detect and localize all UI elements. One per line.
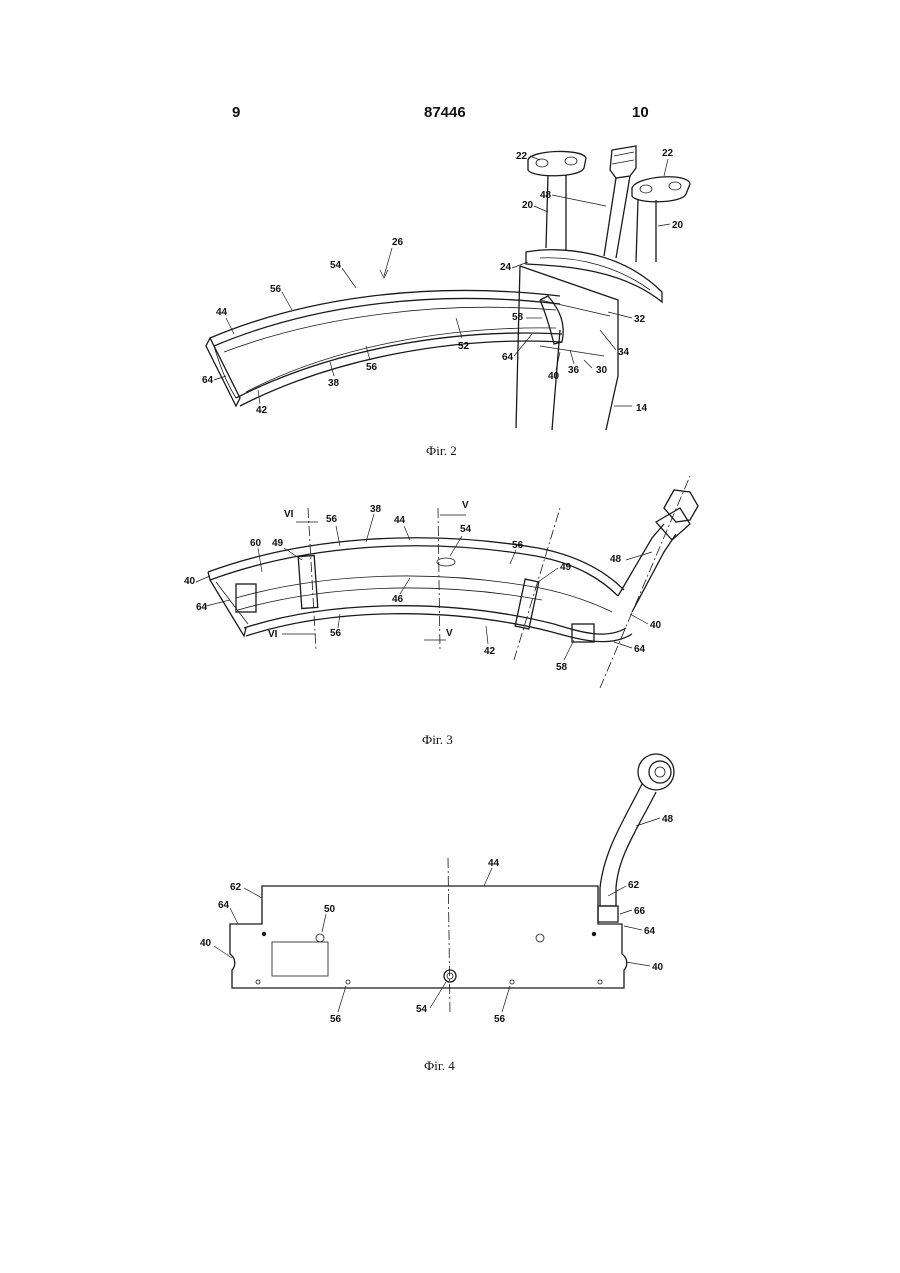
fig2-label: 64: [202, 375, 214, 386]
fig2-label: 56: [366, 362, 378, 373]
fig2-label: 56: [270, 284, 282, 295]
fig2-label: 42: [256, 405, 268, 416]
fig3-label: 48: [610, 554, 622, 565]
fig4-label: 54: [416, 1004, 428, 1015]
fig3-label: 46: [392, 594, 404, 605]
fig2-label: 22: [662, 148, 674, 159]
fig3-label: V: [446, 628, 453, 639]
fig3-label: 44: [394, 515, 406, 526]
figure-2-drawing: 22 22 48 20 20 26 54 24 56 44 58 32 52 3…: [0, 140, 900, 440]
fig4-label: 56: [330, 1014, 342, 1025]
fig3-label: 64: [634, 644, 646, 655]
supply-pipe: [604, 146, 636, 258]
fig2-label: 58: [512, 312, 524, 323]
fig4-label: 64: [644, 926, 656, 937]
figure-3-drawing: VI 38 V 56 44 54 60 49 56 49 48 40 64 46…: [0, 470, 900, 710]
fig3-label: 49: [560, 562, 572, 573]
fig2-label: 20: [672, 220, 684, 231]
fig2-label: 32: [634, 314, 646, 325]
fig2-label: 64: [502, 352, 514, 363]
fig4-label: 64: [218, 900, 230, 911]
fig3-label: 40: [650, 620, 662, 631]
fig2-label: 44: [216, 307, 228, 318]
fig2-label: 40: [548, 371, 560, 382]
housing-front-view: [230, 858, 627, 1014]
curved-channel: [206, 290, 563, 406]
fig2-label: 38: [328, 378, 340, 389]
fig3-label: 56: [512, 540, 524, 551]
fig3-label: VI: [284, 509, 294, 520]
fig2-label: 14: [636, 403, 648, 414]
patent-number: 87446: [424, 104, 466, 121]
fig3-label: 49: [272, 538, 284, 549]
fig3-label: 56: [326, 514, 338, 525]
fig2-label: 48: [540, 190, 552, 201]
curved-channel-side: [208, 538, 632, 642]
fig4-label: 40: [652, 962, 664, 973]
fig4-label: 50: [324, 904, 336, 915]
fig3-label: 58: [556, 662, 568, 673]
fig2-label: 20: [522, 200, 534, 211]
fig2-label: 52: [458, 341, 470, 352]
fig4-label: 62: [628, 880, 640, 891]
figure-2-labels: 22 22 48 20 20 26 54 24 56 44 58 32 52 3…: [202, 148, 684, 416]
fig2-label: 24: [500, 262, 512, 273]
page-number-right: 10: [632, 104, 649, 121]
fig2-label: 36: [568, 365, 580, 376]
fig4-label: 56: [494, 1014, 506, 1025]
fig2-label: 22: [516, 151, 528, 162]
fig3-label: 56: [330, 628, 342, 639]
figure-4-drawing: 48 44 62 62 64 50 66 64 40 40 54 56 56: [0, 750, 900, 1050]
figure-3-caption: Фіг. 3: [422, 732, 453, 748]
fig4-label: 66: [634, 906, 646, 917]
fig3-label: 40: [184, 576, 196, 587]
fig2-label: 26: [392, 237, 404, 248]
fig3-label: 54: [460, 524, 472, 535]
figure-2-caption: Фіг. 2: [426, 443, 457, 459]
fig4-label: 48: [662, 814, 674, 825]
page-number-left: 9: [232, 104, 240, 121]
fig3-label: 42: [484, 646, 496, 657]
fig3-label: V: [462, 500, 469, 511]
fig4-label: 62: [230, 882, 242, 893]
fig3-label: 38: [370, 504, 382, 515]
fig3-label: 60: [250, 538, 262, 549]
figure-4-caption: Фіг. 4: [424, 1058, 455, 1074]
fig4-label: 40: [200, 938, 212, 949]
fig4-label: 44: [488, 858, 500, 869]
supply-pipe: [598, 754, 674, 922]
fig2-label: 30: [596, 365, 608, 376]
base-housing: [516, 266, 618, 430]
fig3-label: 64: [196, 602, 208, 613]
fig3-label: VI: [268, 629, 278, 640]
fig2-label: 54: [330, 260, 342, 271]
fig2-label: 34: [618, 347, 630, 358]
mounting-bracket-left: [528, 151, 586, 250]
figure-4-labels: 48 44 62 62 64 50 66 64 40 40 54 56 56: [200, 814, 674, 1025]
